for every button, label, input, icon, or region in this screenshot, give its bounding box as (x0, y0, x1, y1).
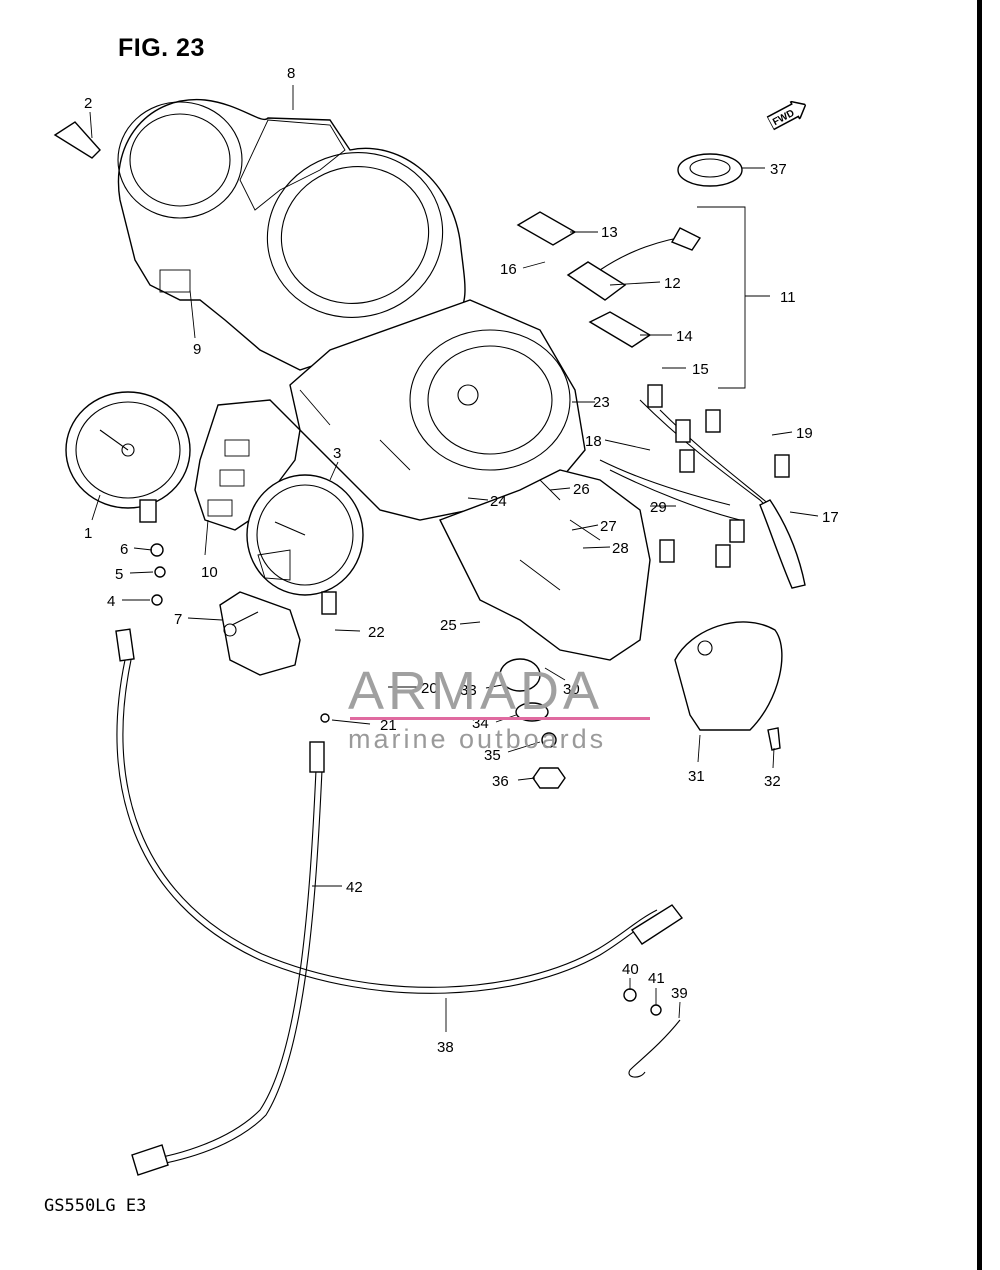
callout-32: 32 (764, 773, 781, 790)
cable-part-42 (131, 741, 325, 1176)
callout-17: 17 (822, 509, 839, 526)
callout-13: 13 (601, 224, 618, 241)
callout-36: 36 (492, 773, 509, 790)
watermark-tagline: marine outboards (348, 724, 607, 754)
callout-14: 14 (676, 328, 693, 345)
callout-18: 18 (585, 433, 602, 450)
callout-20: 20 (421, 680, 438, 697)
small-hardware (53, 121, 781, 1078)
callout-25: 25 (440, 617, 457, 634)
figure-title: FIG. 23 (118, 34, 205, 62)
callout-23: 23 (593, 394, 610, 411)
meter-case-part-8 (117, 98, 466, 371)
callout-29: 29 (650, 499, 667, 516)
callout-28: 28 (612, 540, 629, 557)
model-code: GS550LG E3 (44, 1196, 147, 1216)
callout-35: 35 (484, 747, 501, 764)
callout-38: 38 (437, 1039, 454, 1056)
indicator-socket-assy-part-11 (516, 211, 702, 348)
callout-12: 12 (664, 275, 681, 292)
page-edge (977, 0, 982, 1270)
callout-4: 4 (107, 593, 115, 610)
callout-3: 3 (333, 445, 341, 462)
cover-part-31 (674, 621, 783, 731)
watermark-accent-line (350, 717, 650, 720)
fuel-gauge-part-7 (219, 591, 301, 676)
speedometer-part-1 (65, 391, 191, 523)
callout-8: 8 (287, 65, 295, 82)
callout-37: 37 (770, 161, 787, 178)
callout-24: 24 (490, 493, 507, 510)
callout-21: 21 (380, 717, 397, 734)
callout-1: 1 (84, 525, 92, 542)
callout-30: 30 (563, 681, 580, 698)
callout-33: 33 (460, 682, 477, 699)
callout-11: 11 (780, 289, 796, 306)
indicator-housing-part-30 (439, 469, 651, 661)
callout-39: 39 (671, 985, 688, 1002)
callout-7: 7 (174, 611, 182, 628)
watermark: ARMADA marine outboards (340, 660, 660, 760)
callout-31: 31 (688, 768, 705, 785)
callout-10: 10 (201, 564, 218, 581)
callout-2: 2 (84, 95, 92, 112)
wiring-harness-part-17 (599, 384, 806, 589)
callout-16: 16 (500, 261, 517, 278)
leader-lines (89, 85, 819, 1032)
tachometer-part-3 (246, 474, 364, 615)
forward-arrow-icon: FWD (766, 100, 807, 131)
callout-41: 41 (648, 970, 665, 987)
grommet-part-37 (677, 153, 743, 187)
callout-5: 5 (115, 566, 123, 583)
callout-6: 6 (120, 541, 128, 558)
cable-part-38 (115, 628, 684, 994)
meter-housing-part-23 (289, 299, 586, 521)
callout-27: 27 (600, 518, 617, 535)
callout-40: 40 (622, 961, 639, 978)
watermark-brand: ARMADA (348, 661, 604, 721)
callout-19: 19 (796, 425, 813, 442)
callout-42: 42 (346, 879, 363, 896)
callout-15: 15 (692, 361, 709, 378)
callout-9: 9 (193, 341, 201, 358)
callout-26: 26 (573, 481, 590, 498)
callout-22: 22 (368, 624, 385, 641)
